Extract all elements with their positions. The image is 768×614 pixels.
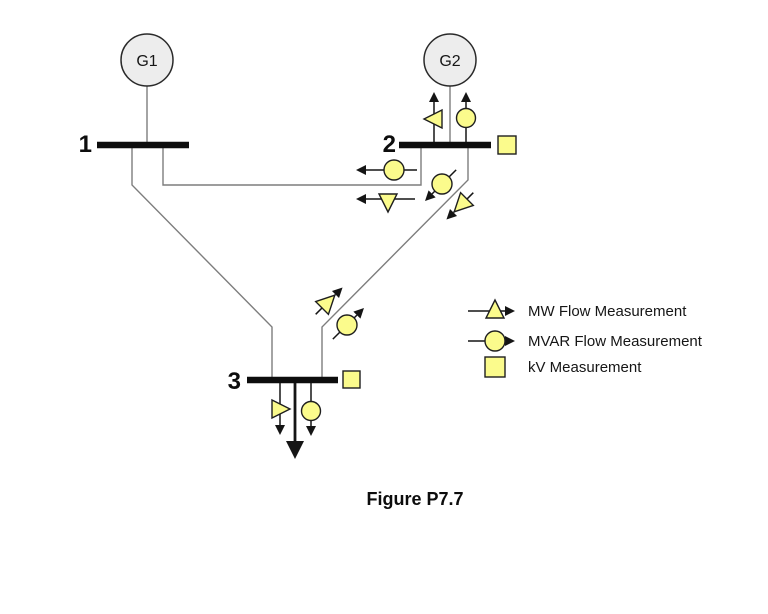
arrowhead-left xyxy=(356,165,366,175)
arrowhead-up xyxy=(461,92,471,102)
arrowhead-down xyxy=(275,425,285,435)
legend-kv-label: kV Measurement xyxy=(528,359,642,376)
measurement-symbols xyxy=(271,92,517,459)
generators: G1 G2 xyxy=(120,33,477,87)
arrowhead-down xyxy=(306,426,316,436)
generator-g2-circle xyxy=(423,33,477,87)
mvar-flow-icon xyxy=(383,159,405,181)
line-1-2 xyxy=(162,148,422,186)
arrowhead-right xyxy=(505,336,515,346)
bus-1-label: 1 xyxy=(79,131,92,158)
arrowhead-down-left xyxy=(446,208,458,220)
arrowhead-down-left xyxy=(425,190,436,201)
legend-mw-label: MW Flow Measurement xyxy=(528,303,687,320)
mw-flow-icon xyxy=(484,298,506,319)
arrowhead-up xyxy=(429,92,439,102)
arrowhead-left xyxy=(356,194,366,204)
line-2-3 xyxy=(321,148,469,377)
line32-mw-arrow xyxy=(314,287,343,316)
mvar-flow-icon xyxy=(431,173,453,195)
mvar-flow-icon xyxy=(336,314,358,336)
mvar-flow-icon xyxy=(484,330,506,352)
legend-mw-icon xyxy=(484,298,506,319)
generator-g1-label: G1 xyxy=(136,53,157,70)
line-1-3 xyxy=(131,148,273,377)
mw-flow-icon xyxy=(314,294,336,316)
mvar-flow-icon xyxy=(455,107,477,129)
figure-caption: Figure P7.7 xyxy=(366,489,463,509)
line21-mw-flow-icon xyxy=(377,193,399,214)
bus-2-label: 2 xyxy=(383,131,396,158)
mw-flow-icon xyxy=(422,108,443,130)
arrowhead-right xyxy=(505,306,515,316)
kv-measurement-icon xyxy=(484,356,506,378)
g2-mw-flow-icon xyxy=(422,108,443,130)
kv-measurement-icon-bus2 xyxy=(497,135,517,155)
generator-g2-label: G2 xyxy=(439,53,460,70)
buses xyxy=(97,141,491,384)
mw-flow-icon xyxy=(377,193,399,214)
load-arrowhead xyxy=(286,441,304,459)
mvar-flow-icon xyxy=(300,400,322,422)
legend: MW Flow Measurement MVAR Flow Measuremen… xyxy=(468,298,703,378)
bus3-mw-flow-icon xyxy=(271,398,292,420)
mw-flow-icon xyxy=(453,191,475,213)
line23-mw-arrow xyxy=(446,191,475,220)
legend-mvar-label: MVAR Flow Measurement xyxy=(528,333,703,350)
generator-g1-circle xyxy=(120,33,174,87)
kv-measurement-icon-bus3 xyxy=(342,370,361,389)
mw-flow-icon xyxy=(271,398,292,420)
arrowhead-up-right xyxy=(331,287,343,299)
bus-labels: 1 2 3 xyxy=(79,131,396,395)
transmission-lines xyxy=(131,86,469,377)
bus3-load-arrow xyxy=(286,383,304,459)
arrowhead-up-right xyxy=(353,308,364,319)
bus-3-label: 3 xyxy=(228,368,241,395)
